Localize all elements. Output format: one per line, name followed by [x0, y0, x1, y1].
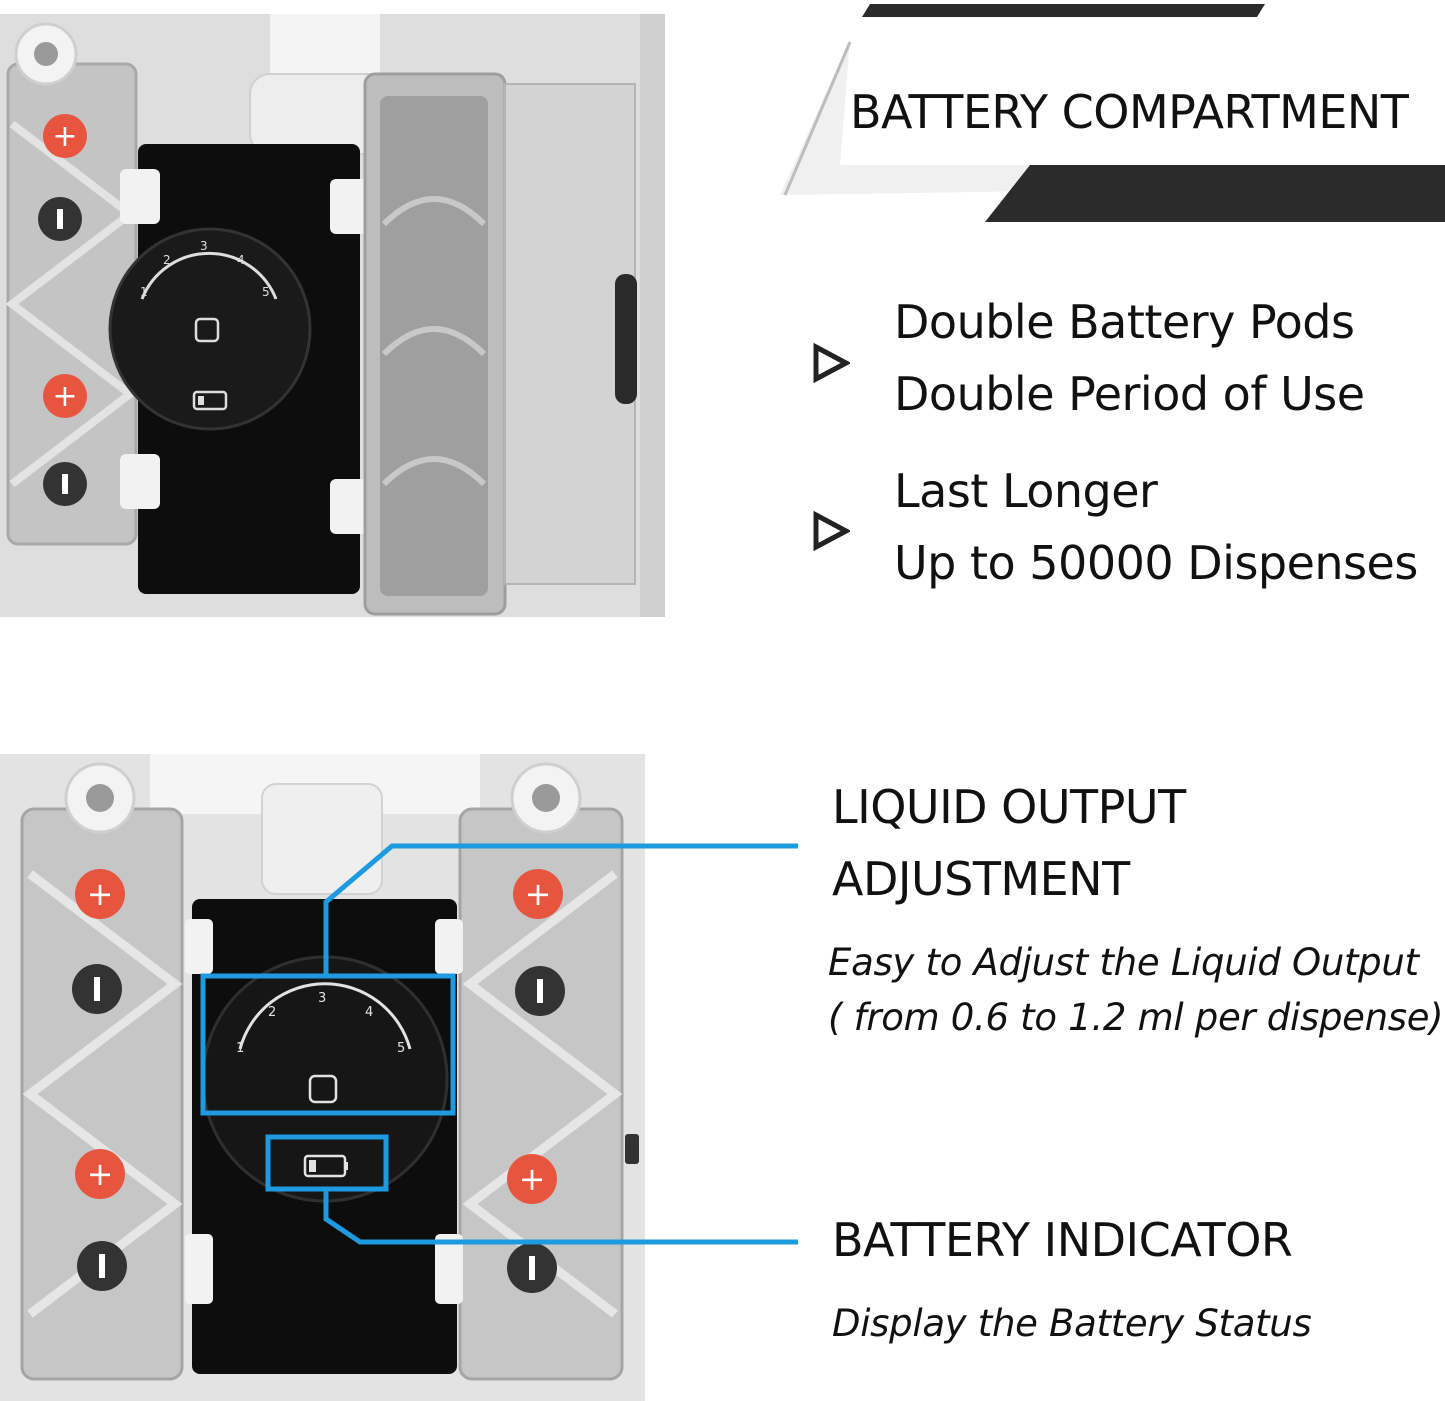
liquid-output-heading-line-2: ADJUSTMENT: [832, 852, 1130, 906]
dial-number: 4: [237, 253, 245, 267]
dial-highlight-box: [200, 973, 456, 1116]
dial-number: 1: [140, 285, 148, 299]
dial-number: 5: [397, 1041, 405, 1056]
dial-number: 3: [318, 991, 326, 1006]
svg-text:+: +: [52, 379, 77, 414]
feature-1-line-2: Double Period of Use: [894, 367, 1365, 421]
liquid-output-heading-line-1: LIQUID OUTPUT: [832, 780, 1186, 834]
liquid-output-note-line-1: Easy to Adjust the Liquid Output: [828, 941, 1419, 984]
battery-compartment-heading: BATTERY COMPARTMENT: [850, 85, 1409, 139]
feature-2-line-2: Up to 50000 Dispenses: [894, 536, 1418, 590]
feature-2-line-1: Last Longer: [894, 464, 1158, 518]
dial-number: 4: [365, 1005, 373, 1020]
svg-text:+: +: [52, 119, 77, 154]
callout-lines: [200, 843, 798, 1245]
dial-number: 5: [262, 285, 270, 299]
battery-indicator-note: Display the Battery Status: [832, 1302, 1312, 1345]
svg-text:+: +: [87, 1155, 114, 1193]
battery-indicator-highlight-box: [265, 1134, 389, 1192]
dial-number: 3: [200, 239, 208, 253]
svg-text:+: +: [525, 875, 552, 913]
liquid-output-note-line-2: ( from 0.6 to 1.2 ml per dispense): [828, 996, 1444, 1039]
play-triangle-icon: [813, 343, 850, 383]
battery-compartment-photo: + + 1 2 3 4 5: [0, 14, 665, 617]
dial-number: 2: [163, 253, 171, 267]
svg-text:+: +: [519, 1160, 546, 1198]
heading-banner: [780, 4, 1445, 222]
battery-indicator-heading: BATTERY INDICATOR: [832, 1213, 1293, 1267]
play-triangle-icon: [813, 511, 850, 551]
battery-compartment-illustration: + + 1 2 3 4 5: [0, 14, 665, 617]
svg-text:+: +: [87, 875, 114, 913]
dial-number: 2: [268, 1005, 276, 1020]
dial-number: 1: [236, 1041, 244, 1056]
feature-1-line-1: Double Battery Pods: [894, 295, 1355, 349]
